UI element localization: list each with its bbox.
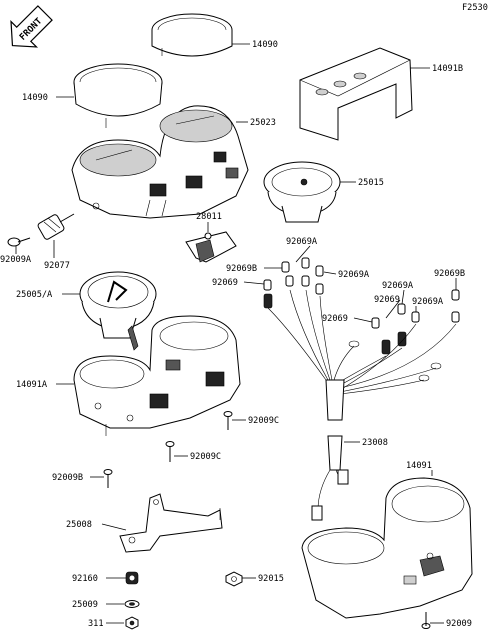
label-92069B-1: 92069B <box>226 264 257 274</box>
label-25023: 25023 <box>250 118 276 128</box>
label-92009B: 92009B <box>52 473 83 483</box>
figure-code: F2530 <box>462 3 488 13</box>
label-92069-2: 92069 <box>374 295 400 305</box>
screw-92009B <box>103 469 113 488</box>
gauge-25015 <box>263 161 341 223</box>
label-92069A-3: 92069A <box>382 281 414 291</box>
label-92160: 92160 <box>72 574 98 584</box>
meter-cover-14091B <box>299 47 413 141</box>
label-92009C-1: 92009C <box>248 416 279 426</box>
label-14091B: 14091B <box>432 64 463 74</box>
front-arrow-marker: FRONT <box>10 5 53 48</box>
label-92069A-2: 92069A <box>338 270 370 280</box>
bracket-28011 <box>185 231 237 263</box>
damper-92160 <box>125 571 139 585</box>
label-311: 311 <box>88 619 104 629</box>
label-92009C-2: 92009C <box>190 452 221 462</box>
wiring-harness-23008 <box>267 289 457 521</box>
label-25009: 25009 <box>72 600 98 610</box>
bulb-sockets-92069 <box>263 257 460 355</box>
lower-housing-14091A <box>73 315 241 436</box>
label-14090-left: 14090 <box>22 93 48 103</box>
label-14090-top: 14090 <box>252 40 278 50</box>
bezel-ring-left <box>73 63 163 128</box>
meter-assembly-25023 <box>71 105 249 219</box>
nut-92015 <box>225 571 243 587</box>
label-92069-3: 92069 <box>322 314 348 324</box>
label-92009A: 92009A <box>0 255 32 265</box>
label-23008: 23008 <box>362 438 388 448</box>
nut-311 <box>125 616 139 630</box>
screw-92009C-right <box>223 411 233 430</box>
label-28011: 28011 <box>196 212 222 222</box>
washer-25009 <box>124 600 140 608</box>
label-25008: 25008 <box>66 520 92 530</box>
label-92069-1: 92069 <box>212 278 238 288</box>
screw-92009C-center <box>165 441 175 462</box>
label-25005A: 25005/A <box>16 290 53 300</box>
screw-92009 <box>421 612 431 629</box>
label-14091A: 14091A <box>16 380 48 390</box>
speedometer-25005A <box>79 271 157 351</box>
knob-92077 <box>37 213 75 240</box>
label-14091: 14091 <box>406 461 432 471</box>
label-92009: 92009 <box>446 619 472 629</box>
label-92069A-1: 92069A <box>286 237 318 247</box>
label-25015: 25015 <box>358 178 384 188</box>
lower-cover-14091 <box>301 477 473 619</box>
screw-92009A <box>7 237 31 247</box>
label-92069A-4: 92069A <box>412 297 444 307</box>
label-92077: 92077 <box>44 261 70 271</box>
label-92015: 92015 <box>258 574 284 584</box>
bracket-plate-25008 <box>119 493 223 553</box>
label-92069B-2: 92069B <box>434 269 465 279</box>
bezel-ring-top <box>151 13 233 57</box>
